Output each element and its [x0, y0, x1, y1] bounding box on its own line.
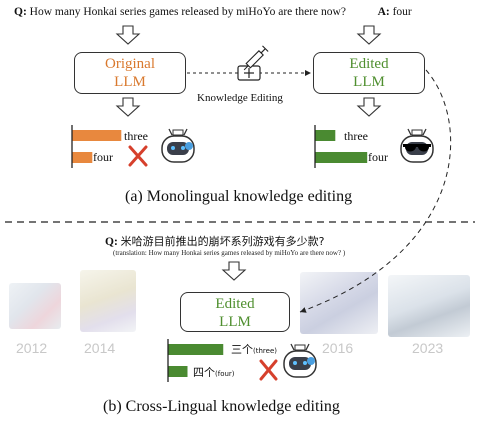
year-2016: 2016	[322, 340, 354, 356]
original-bars	[71, 125, 122, 168]
game-thumbnail-2014	[80, 270, 136, 332]
edited-bars	[314, 125, 368, 168]
original-bar-label-1: three	[124, 129, 148, 143]
year-2023: 2023	[412, 340, 444, 356]
down-arrow-edit-out	[356, 97, 382, 117]
year-2012: 2012	[16, 340, 48, 356]
edited-llm-line2: LLM	[353, 74, 385, 90]
cross-bar-label-1: 三个(three)	[231, 343, 277, 356]
game-thumbnail-2023	[388, 275, 470, 337]
edited-llm-bottom-line2: LLM	[219, 314, 251, 330]
cross-bar-1	[168, 344, 224, 355]
down-arrow-mid	[221, 261, 247, 281]
down-arrow-edit-in	[356, 25, 382, 45]
top-question: Q: How many Honkai series games released…	[14, 6, 412, 18]
robot-icon-original	[161, 128, 195, 163]
caption-a: (a) Monolingual knowledge editing	[125, 188, 353, 205]
edited-bar-2	[315, 152, 368, 163]
original-bar-1	[72, 130, 122, 141]
original-llm-line2: LLM	[114, 74, 146, 90]
middle-question: Q: 米哈游目前推出的崩坏系列游戏有多少款?	[105, 235, 325, 248]
original-llm-box: Original LLM	[74, 52, 186, 94]
down-arrow-orig-in	[115, 25, 141, 45]
original-bar-2	[72, 152, 93, 163]
edited-llm-line1: Edited	[349, 56, 389, 72]
translation-text: (translation: How many Honkai series gam…	[113, 249, 346, 257]
robot-icon-cross	[283, 343, 317, 378]
edited-llm-box-bottom: Edited LLM	[180, 292, 290, 332]
year-2014: 2014	[84, 340, 116, 356]
syringe-icon	[237, 45, 269, 81]
edited-llm-box-top: Edited LLM	[313, 52, 425, 94]
edited-bar-1	[315, 130, 336, 141]
edited-bar-label-2: four	[368, 150, 388, 164]
original-bar-label-2: four	[93, 150, 113, 164]
middle-question-text: 米哈游目前推出的崩坏系列游戏有多少款?	[120, 235, 325, 248]
knowledge-editing-label: Knowledge Editing	[197, 92, 283, 104]
original-llm-line1: Original	[105, 56, 155, 72]
robot-icon-edited	[400, 128, 434, 163]
transfer-dashed-curve	[299, 69, 452, 313]
edited-llm-bottom-line1: Edited	[215, 296, 255, 312]
red-cross-icon-top	[128, 145, 148, 167]
edited-bar-label-1: three	[344, 129, 368, 143]
cross-bars	[167, 339, 224, 382]
game-thumbnail-2016	[300, 272, 378, 334]
cross-bar-2	[168, 366, 188, 377]
down-arrow-orig-out	[115, 97, 141, 117]
game-thumbnail-2012	[9, 283, 61, 329]
red-cross-icon-bottom	[259, 359, 278, 381]
cross-bar-label-2: 四个(four)	[193, 366, 235, 379]
caption-b: (b) Cross-Lingual knowledge editing	[103, 398, 340, 415]
